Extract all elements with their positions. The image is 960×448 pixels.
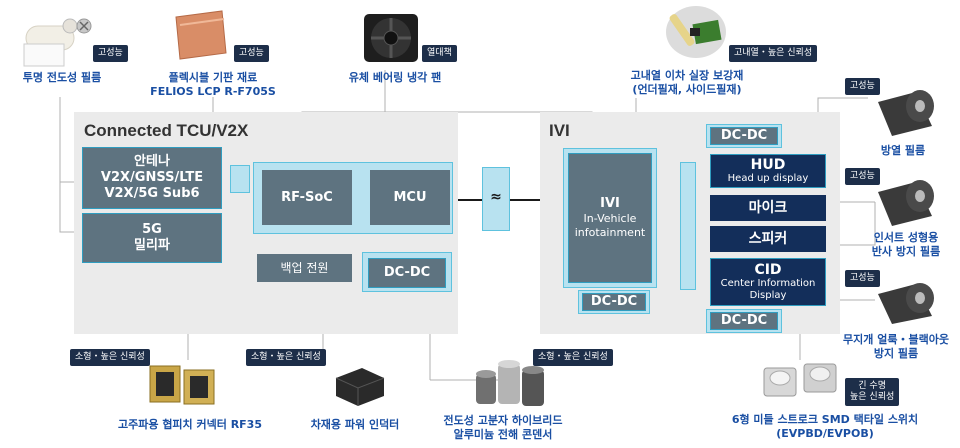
capacitor-line-2: 알루미늄 전해 콘덴서 xyxy=(453,428,553,441)
product-tag-transparent-film: 고성능 xyxy=(93,45,128,62)
hud-sub-label: Head up display xyxy=(727,173,809,184)
anti-reflection-line-2: 반사 방지 필름 xyxy=(871,245,941,258)
rf-connector-image xyxy=(149,365,215,405)
product-label-flexible-substrate[interactable]: 플렉시블 기판 재료 FELIOS LCP R-F705S xyxy=(150,71,276,99)
speaker-block[interactable]: 스피커 xyxy=(710,226,826,252)
power-inductor-line-1: 차재용 파워 인덕터 xyxy=(310,418,400,431)
product-tag-anti-reflection: 고성능 xyxy=(845,168,880,185)
product-tag-flexible-substrate: 고성능 xyxy=(234,45,269,62)
backup-power-block[interactable]: 백업 전원 xyxy=(257,254,352,282)
cid-label: CID xyxy=(754,262,782,278)
tactile-switch-line-2: (EVPBD/EVPOB) xyxy=(776,427,874,440)
product-tag-tactile-switch: 긴 수명 높은 신뢰성 xyxy=(845,378,900,406)
product-label-anti-reflection[interactable]: 인서트 성형용 반사 방지 필름 xyxy=(872,231,940,259)
product-label-transparent-film[interactable]: 투명 전도성 필름 xyxy=(23,71,102,85)
antenna-block[interactable]: 안테나 V2X/GNSS/LTE V2X/5G Sub6 xyxy=(82,147,222,209)
separator-symbol: ≈ xyxy=(490,189,502,205)
speaker-label: 스피커 xyxy=(748,231,788,247)
anti-reflection-line-1: 인서트 성형용 xyxy=(873,231,939,244)
product-label-underfill[interactable]: 고내열 이차 실장 보강재 (언더필재, 사이드필재) xyxy=(631,69,744,97)
product-label-heat-film[interactable]: 방열 필름 xyxy=(881,144,925,158)
cooling-fan-line-1: 유체 베어링 냉각 팬 xyxy=(348,71,442,84)
hud-label: HUD xyxy=(750,157,786,173)
rainbow-film-image xyxy=(878,283,934,324)
antenna-line-1: 안테나 xyxy=(134,154,170,169)
flexible-substrate-line-1: 플렉시블 기판 재료 xyxy=(168,71,258,84)
tcu-dcdc-block[interactable]: DC-DC xyxy=(368,258,446,288)
rf-soc-block[interactable]: RF-SoC xyxy=(262,170,352,225)
tcu-dcdc-label: DC-DC xyxy=(383,265,431,280)
capacitor-line-1: 전도성 고분자 하이브리드 xyxy=(443,414,563,427)
product-label-capacitor[interactable]: 전도성 고분자 하이브리드 알루미늄 전해 콘덴서 xyxy=(444,414,563,442)
rainbow-film-line-2: 방지 필름 xyxy=(873,347,919,360)
product-tag-cooling-fan: 열대책 xyxy=(422,45,457,62)
rf-soc-label: RF-SoC xyxy=(281,189,333,205)
product-tag-rf-connector: 소형・높은 신뢰성 xyxy=(70,349,150,366)
product-tag-rainbow-film: 고성능 xyxy=(845,270,880,287)
antenna-bracket xyxy=(230,165,250,193)
flexible-substrate-image xyxy=(175,10,227,60)
cid-dcdc-block[interactable]: DC-DC xyxy=(710,312,778,330)
product-tag-power-inductor: 소형・높은 신뢰성 xyxy=(246,349,326,366)
cid-dcdc-label: DC-DC xyxy=(720,313,768,328)
ivi-main-block[interactable]: IVI In-Vehicle infotainment xyxy=(568,153,652,283)
underfill-line-1: 고내열 이차 실장 보강재 xyxy=(630,69,744,82)
product-label-cooling-fan[interactable]: 유체 베어링 냉각 팬 xyxy=(349,71,441,85)
cid-sub-line-2: Display xyxy=(749,290,787,301)
mcu-block[interactable]: MCU xyxy=(370,170,450,225)
mmwave-line-2: 밀리파 xyxy=(134,238,170,253)
product-label-power-inductor[interactable]: 차재용 파워 인덕터 xyxy=(311,418,400,432)
tcu-region-title: Connected TCU/V2X xyxy=(84,121,249,140)
heat-film-line-1: 방열 필름 xyxy=(880,144,926,157)
power-inductor-image xyxy=(335,368,385,406)
cid-sub-line-1: Center Information xyxy=(720,278,816,289)
antenna-line-3: V2X/5G Sub6 xyxy=(104,186,200,201)
mic-label: 마이크 xyxy=(748,200,788,216)
ivi-fanout-bracket xyxy=(680,162,696,290)
backup-power-label: 백업 전원 xyxy=(280,261,329,275)
cooling-fan-image xyxy=(364,14,418,62)
ivi-region-title: IVI xyxy=(549,121,570,140)
product-label-rf-connector[interactable]: 고주파용 협피치 커넥터 RF35 xyxy=(118,418,262,432)
ivi-dcdc-block[interactable]: DC-DC xyxy=(582,293,646,311)
ivi-dcdc-label: DC-DC xyxy=(590,294,638,309)
rainbow-film-line-1: 무지개 얼룩・블랙아웃 xyxy=(843,333,949,346)
bus-separator xyxy=(482,167,510,231)
ivi-sub-line-2: infotainment xyxy=(574,226,646,239)
transparent-film-line-1: 투명 전도성 필름 xyxy=(22,71,102,84)
transparent-film-image xyxy=(23,18,92,67)
hud-dcdc-label: DC-DC xyxy=(720,128,768,143)
ivi-sub-line-1: In-Vehicle xyxy=(583,212,637,225)
hud-block[interactable]: HUD Head up display xyxy=(710,154,826,188)
cid-block[interactable]: CID Center Information Display xyxy=(710,258,826,306)
tactile-switch-tag-line-2: 높은 신뢰성 xyxy=(850,392,895,402)
heat-film-image xyxy=(878,90,934,136)
capacitor-image xyxy=(476,360,544,406)
mmwave-block[interactable]: 5G 밀리파 xyxy=(82,213,222,263)
underfill-image xyxy=(666,6,726,58)
flexible-substrate-line-2: FELIOS LCP R-F705S xyxy=(150,85,276,98)
underfill-line-2: (언더필재, 사이드필재) xyxy=(632,83,742,96)
anti-reflection-film-image xyxy=(878,180,934,226)
ivi-main-label: IVI xyxy=(600,196,620,211)
tactile-switch-tag-line-1: 긴 수명 xyxy=(858,381,886,391)
antenna-line-2: V2X/GNSS/LTE xyxy=(100,170,204,185)
mcu-label: MCU xyxy=(393,189,427,205)
tactile-switch-image xyxy=(763,363,837,397)
rf-connector-line-1: 고주파용 협피치 커넥터 RF35 xyxy=(118,418,262,431)
hud-dcdc-block[interactable]: DC-DC xyxy=(710,127,778,145)
tactile-switch-line-1: 6형 미들 스트로크 SMD 택타일 스위치 xyxy=(731,413,919,426)
mmwave-line-1: 5G xyxy=(142,222,162,237)
product-tag-capacitor: 소형・높은 신뢰성 xyxy=(533,349,613,366)
mic-block[interactable]: 마이크 xyxy=(710,195,826,221)
product-tag-heat-film: 고성능 xyxy=(845,78,880,95)
product-label-tactile-switch[interactable]: 6형 미들 스트로크 SMD 택타일 스위치 (EVPBD/EVPOB) xyxy=(732,413,918,441)
product-label-rainbow-film[interactable]: 무지개 얼룩・블랙아웃 방지 필름 xyxy=(843,333,949,361)
product-tag-underfill: 고내열・높은 신뢰성 xyxy=(729,45,818,62)
